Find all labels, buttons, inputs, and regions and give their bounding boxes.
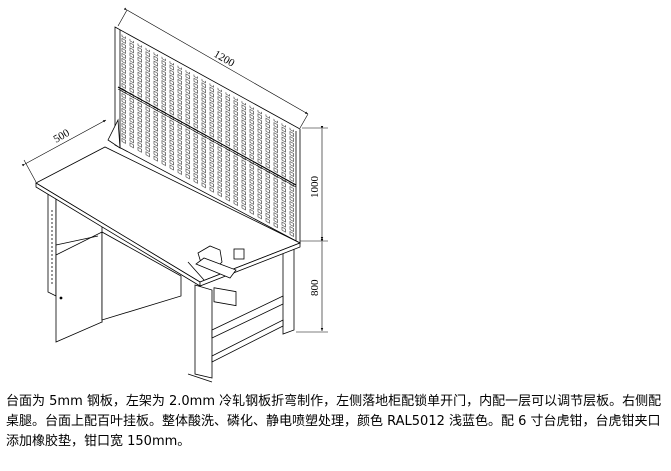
dim-1000-label: 1000 [309, 176, 321, 199]
right-legs [187, 247, 295, 383]
dim-1200-label: 1200 [212, 48, 237, 70]
dim-500-label: 500 [52, 127, 73, 146]
left-cabinet [47, 191, 182, 343]
door-lock-icon [59, 296, 63, 300]
product-description: 台面为 5mm 钢板，左架为 2.0mm 冷轧钢板折弯制作，左侧落地柜配锁单开门… [6, 394, 662, 449]
bench-vise [187, 245, 245, 307]
workbench-drawing: 1200 500 1000 800 [21, 7, 328, 383]
dim-800-label: 800 [309, 279, 321, 296]
dimension-lines [21, 7, 328, 333]
